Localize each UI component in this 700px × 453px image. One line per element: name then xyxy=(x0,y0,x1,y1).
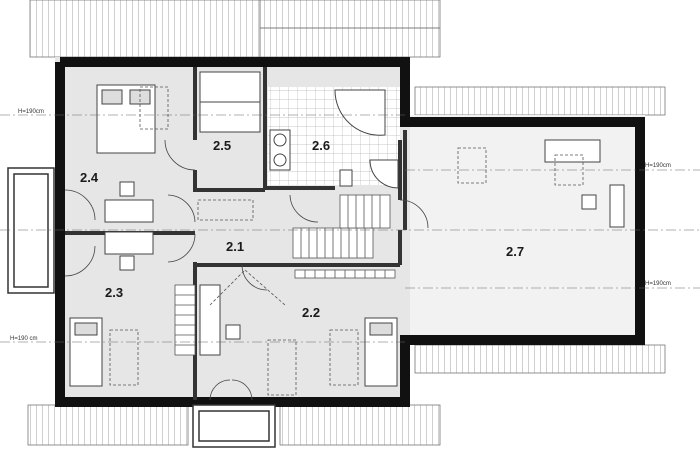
room-label-2-5: 2.5 xyxy=(213,138,231,153)
outer-walls xyxy=(55,57,645,407)
knee-wall-lines xyxy=(0,114,700,343)
height-note-top-left: H=190cm xyxy=(18,109,44,115)
roof-eaves xyxy=(27,0,666,446)
room-label-2-1: 2.1 xyxy=(226,239,244,254)
height-note-right-bottom: H=190cm xyxy=(645,281,671,287)
furniture xyxy=(104,71,625,356)
room-label-2-3: 2.3 xyxy=(105,285,123,300)
height-note-right-top: H=190cm xyxy=(645,163,671,169)
doors xyxy=(64,139,429,401)
room-label-2-2: 2.2 xyxy=(302,305,320,320)
balconies xyxy=(7,167,276,448)
beds xyxy=(69,84,398,387)
room-label-2-6: 2.6 xyxy=(312,138,330,153)
height-note-bottom-left: H=190 cm xyxy=(10,336,38,342)
room-label-2-4: 2.4 xyxy=(80,170,99,185)
room-label-2-7: 2.7 xyxy=(506,244,524,259)
staircase xyxy=(174,194,396,356)
